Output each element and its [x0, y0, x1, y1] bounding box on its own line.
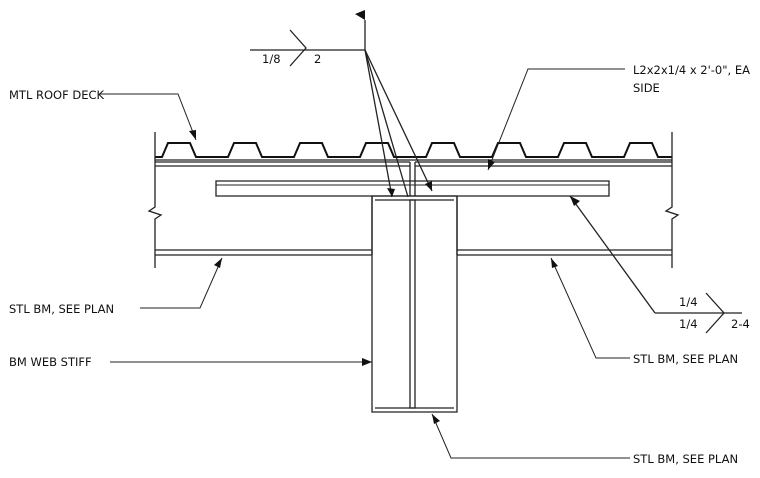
arrow-beam-bottom — [432, 414, 440, 424]
weld-right-leader — [570, 196, 655, 313]
right-break-line — [666, 132, 678, 268]
arrow-beam-left — [214, 258, 222, 268]
label-web-stiff: BM WEB STIFF — [9, 355, 92, 369]
support-beam-web — [410, 200, 415, 408]
supporting-steel-beam — [372, 196, 457, 412]
weld-fillet-triangle-right — [706, 293, 724, 333]
weld-fillet-triangle-top — [290, 30, 306, 66]
label-beam-right: STL BM, SEE PLAN — [633, 352, 738, 366]
left-steel-beam — [149, 132, 410, 268]
label-roof-deck: MTL ROOF DECK — [9, 88, 105, 102]
callout-labels: MTL ROOF DECK L2x2x1/4 x 2'-0", EA SIDE … — [9, 63, 750, 466]
weld-flag — [355, 10, 365, 20]
steel-angle — [216, 181, 609, 196]
label-beam-left: STL BM, SEE PLAN — [9, 302, 114, 316]
right-steel-beam — [415, 132, 678, 268]
weld-top-length: 2 — [314, 52, 321, 66]
weld-leader-1 — [365, 50, 408, 197]
weld-right-arrowhead — [570, 196, 580, 206]
arrow-roof-deck — [189, 130, 196, 140]
label-angle: L2x2x1/4 x 2'-0", EA — [633, 63, 750, 77]
leader-angle — [488, 69, 625, 170]
roof-deck-top-profile — [155, 143, 672, 157]
leader-beam-left — [140, 258, 222, 308]
support-beam-outline — [372, 196, 457, 412]
weld-leader-2 — [365, 50, 392, 197]
callout-leaders — [100, 69, 630, 458]
roof-deck — [155, 143, 672, 160]
weld-arrowhead-2 — [425, 181, 432, 191]
weld-symbol-top: 1/8 2 — [250, 10, 432, 197]
weld-symbol-right: 1/4 1/4 2-4 — [570, 196, 750, 333]
angle-outline — [216, 181, 609, 196]
arrow-beam-right — [551, 258, 558, 268]
leader-beam-right — [551, 258, 630, 358]
weld-arrowhead-1 — [387, 188, 395, 197]
leader-roof-deck — [100, 94, 196, 140]
weld-right-length: 2-4 — [731, 317, 750, 331]
weld-top-size: 1/8 — [262, 52, 281, 66]
left-break-line — [149, 132, 161, 268]
leader-beam-bottom — [432, 414, 630, 458]
weld-right-size-bottom: 1/4 — [679, 317, 698, 331]
arrow-web-stiff — [362, 358, 372, 366]
label-angle-side: SIDE — [633, 81, 660, 95]
weld-leader-3 — [365, 50, 432, 191]
label-beam-bottom: STL BM, SEE PLAN — [633, 452, 738, 466]
weld-right-size-top: 1/4 — [679, 295, 698, 309]
arrow-angle — [488, 159, 495, 170]
